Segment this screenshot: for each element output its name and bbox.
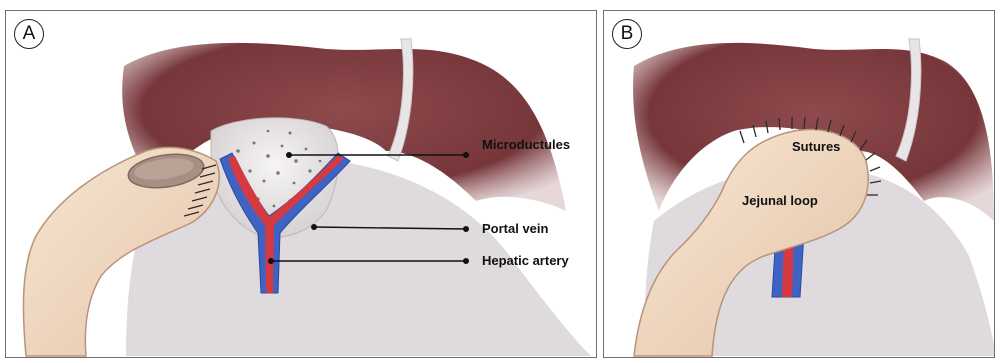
label-hepatic-artery: Hepatic artery xyxy=(482,253,569,268)
label-sutures: Sutures xyxy=(792,139,840,154)
label-jejunal-loop: Jejunal loop xyxy=(742,193,818,208)
panel-b-illustration xyxy=(604,11,995,358)
panel-b: B Sutures Jejunal loop xyxy=(603,10,995,358)
panel-a-badge: A xyxy=(14,19,44,49)
panel-a: A Microductules Portal vein Hepatic arte… xyxy=(5,10,597,358)
panel-b-badge: B xyxy=(612,19,642,49)
panel-a-illustration xyxy=(6,11,597,358)
label-microductules: Microductules xyxy=(482,137,570,152)
label-portal-vein: Portal vein xyxy=(482,221,548,236)
